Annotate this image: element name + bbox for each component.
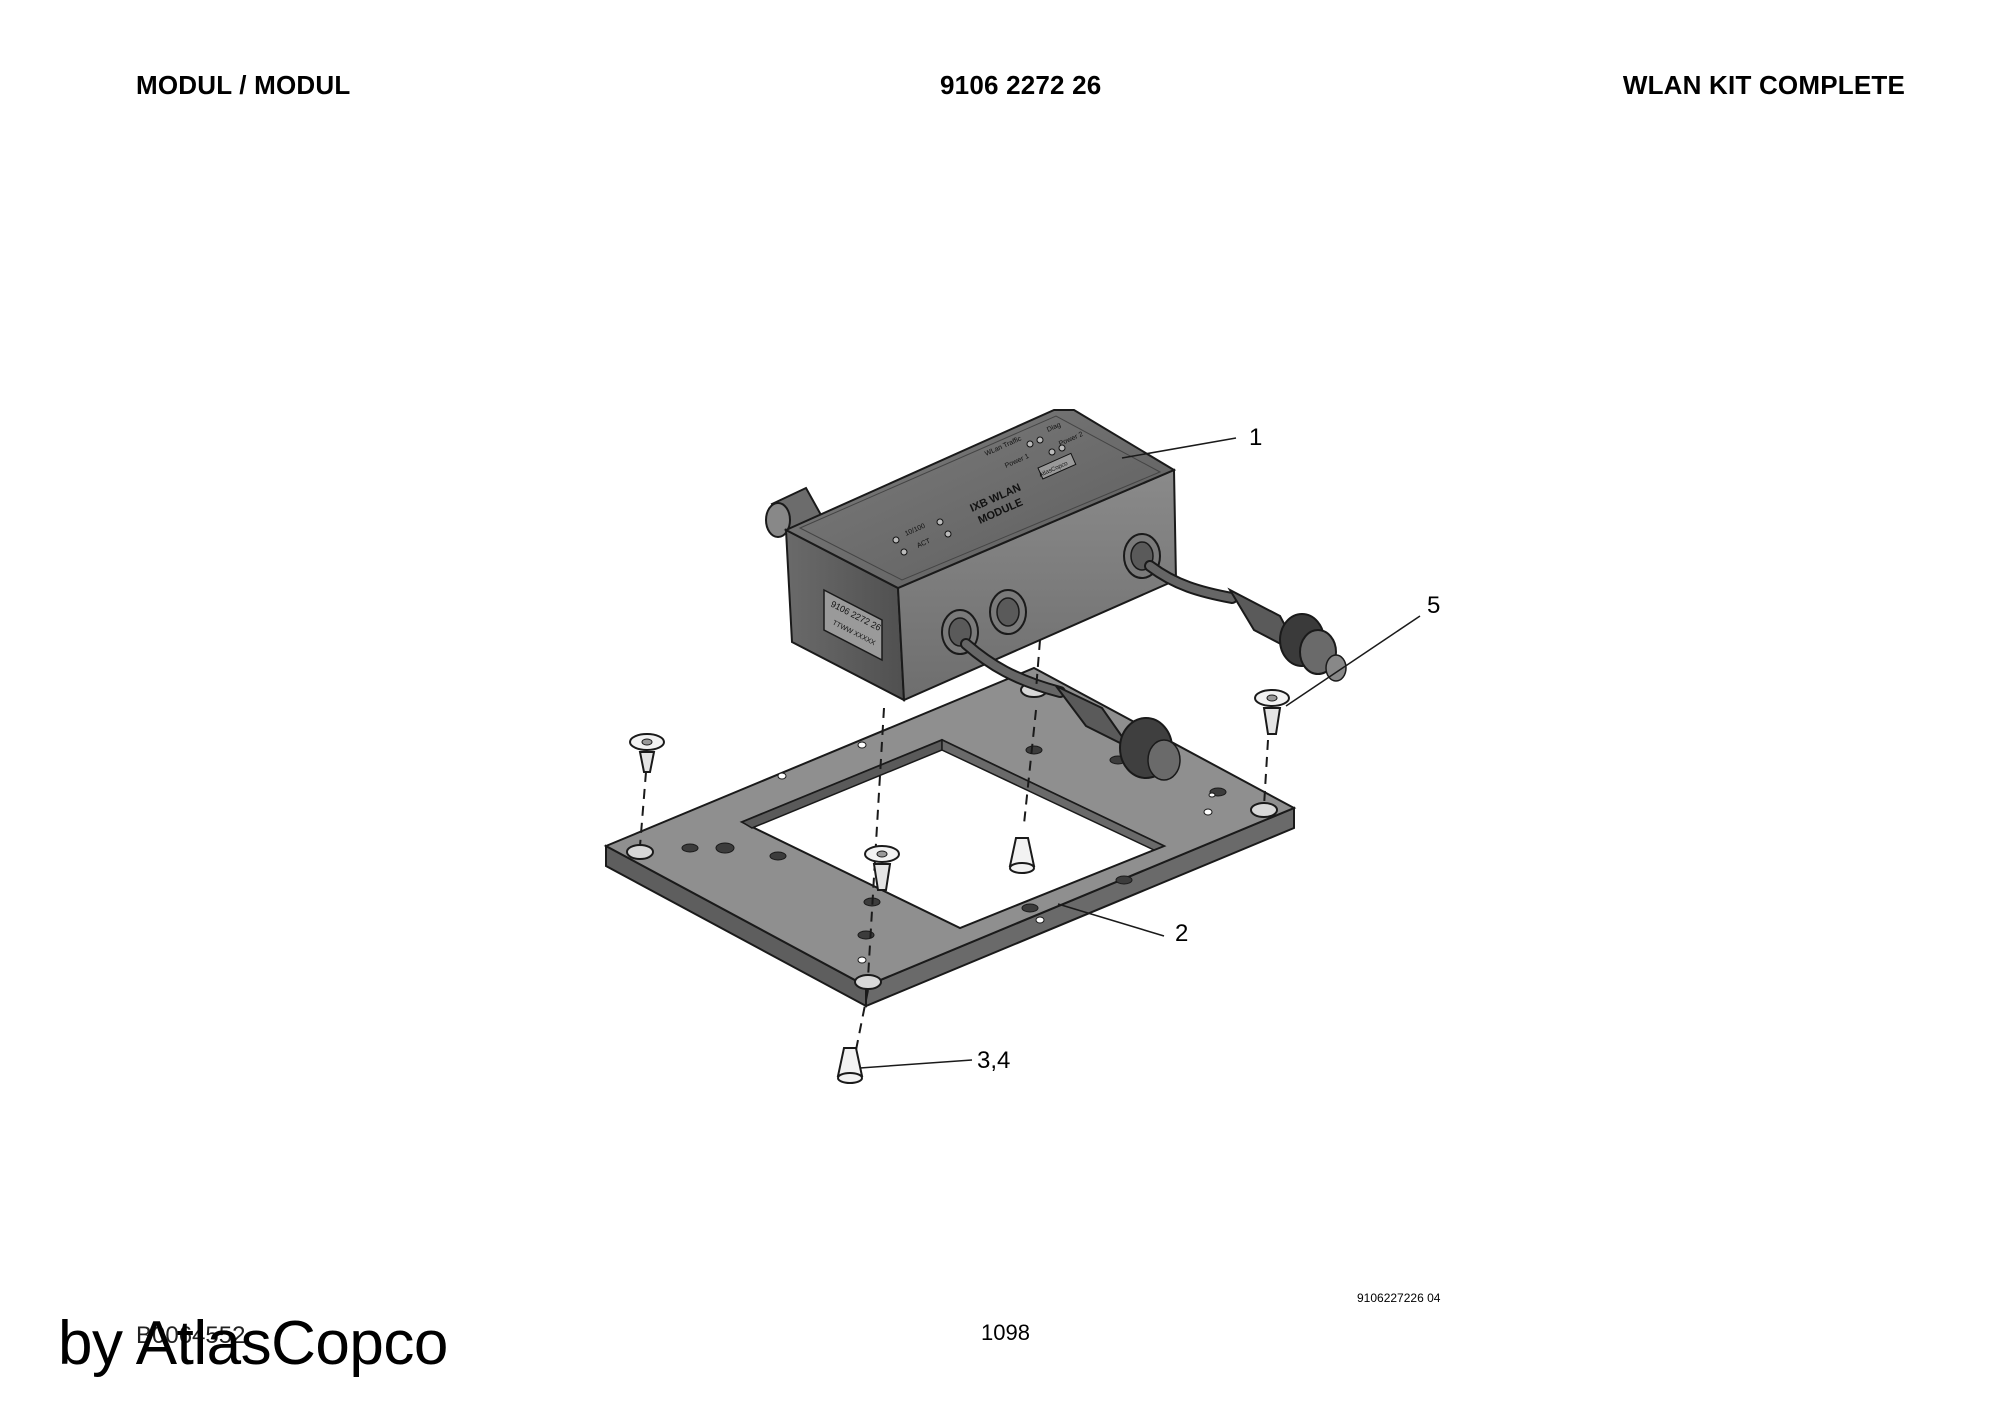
document-reference: B0064552 (136, 1322, 246, 1349)
header-part-number: 9106 2272 26 (940, 70, 1102, 100)
mounting-plate (603, 666, 1297, 1008)
drawing-number: 9106227226 04 (1357, 1291, 1441, 1305)
screw-under-middle (1008, 837, 1036, 874)
callout-3-4: 3,4 (977, 1047, 1011, 1074)
watermark: by AtlasCopco (58, 1309, 448, 1378)
wlan-module-box: 9106 2272 26 TTWW XXXXX IXB WLAN MODULE … (765, 409, 1347, 781)
screw-top-left (629, 733, 665, 773)
screw-middle (864, 845, 900, 891)
header-kit-title: WLAN KIT COMPLETE (1622, 70, 1905, 100)
header-section-title: MODUL / MODUL (136, 70, 351, 100)
callout-leader-lines (859, 437, 1421, 1069)
status-led-indicators (892, 436, 1066, 556)
screw-under-left (836, 1047, 864, 1084)
screw-right (1254, 689, 1290, 735)
callout-2: 2 (1175, 920, 1189, 947)
callout-5: 5 (1427, 592, 1441, 619)
cable-lower (960, 638, 1181, 781)
cable-connector-middle (989, 589, 1027, 635)
cable-right (1144, 560, 1347, 682)
page-number: 1098 (981, 1320, 1030, 1345)
callout-1: 1 (1249, 424, 1263, 451)
assembly-guide-lines (639, 639, 1269, 1051)
